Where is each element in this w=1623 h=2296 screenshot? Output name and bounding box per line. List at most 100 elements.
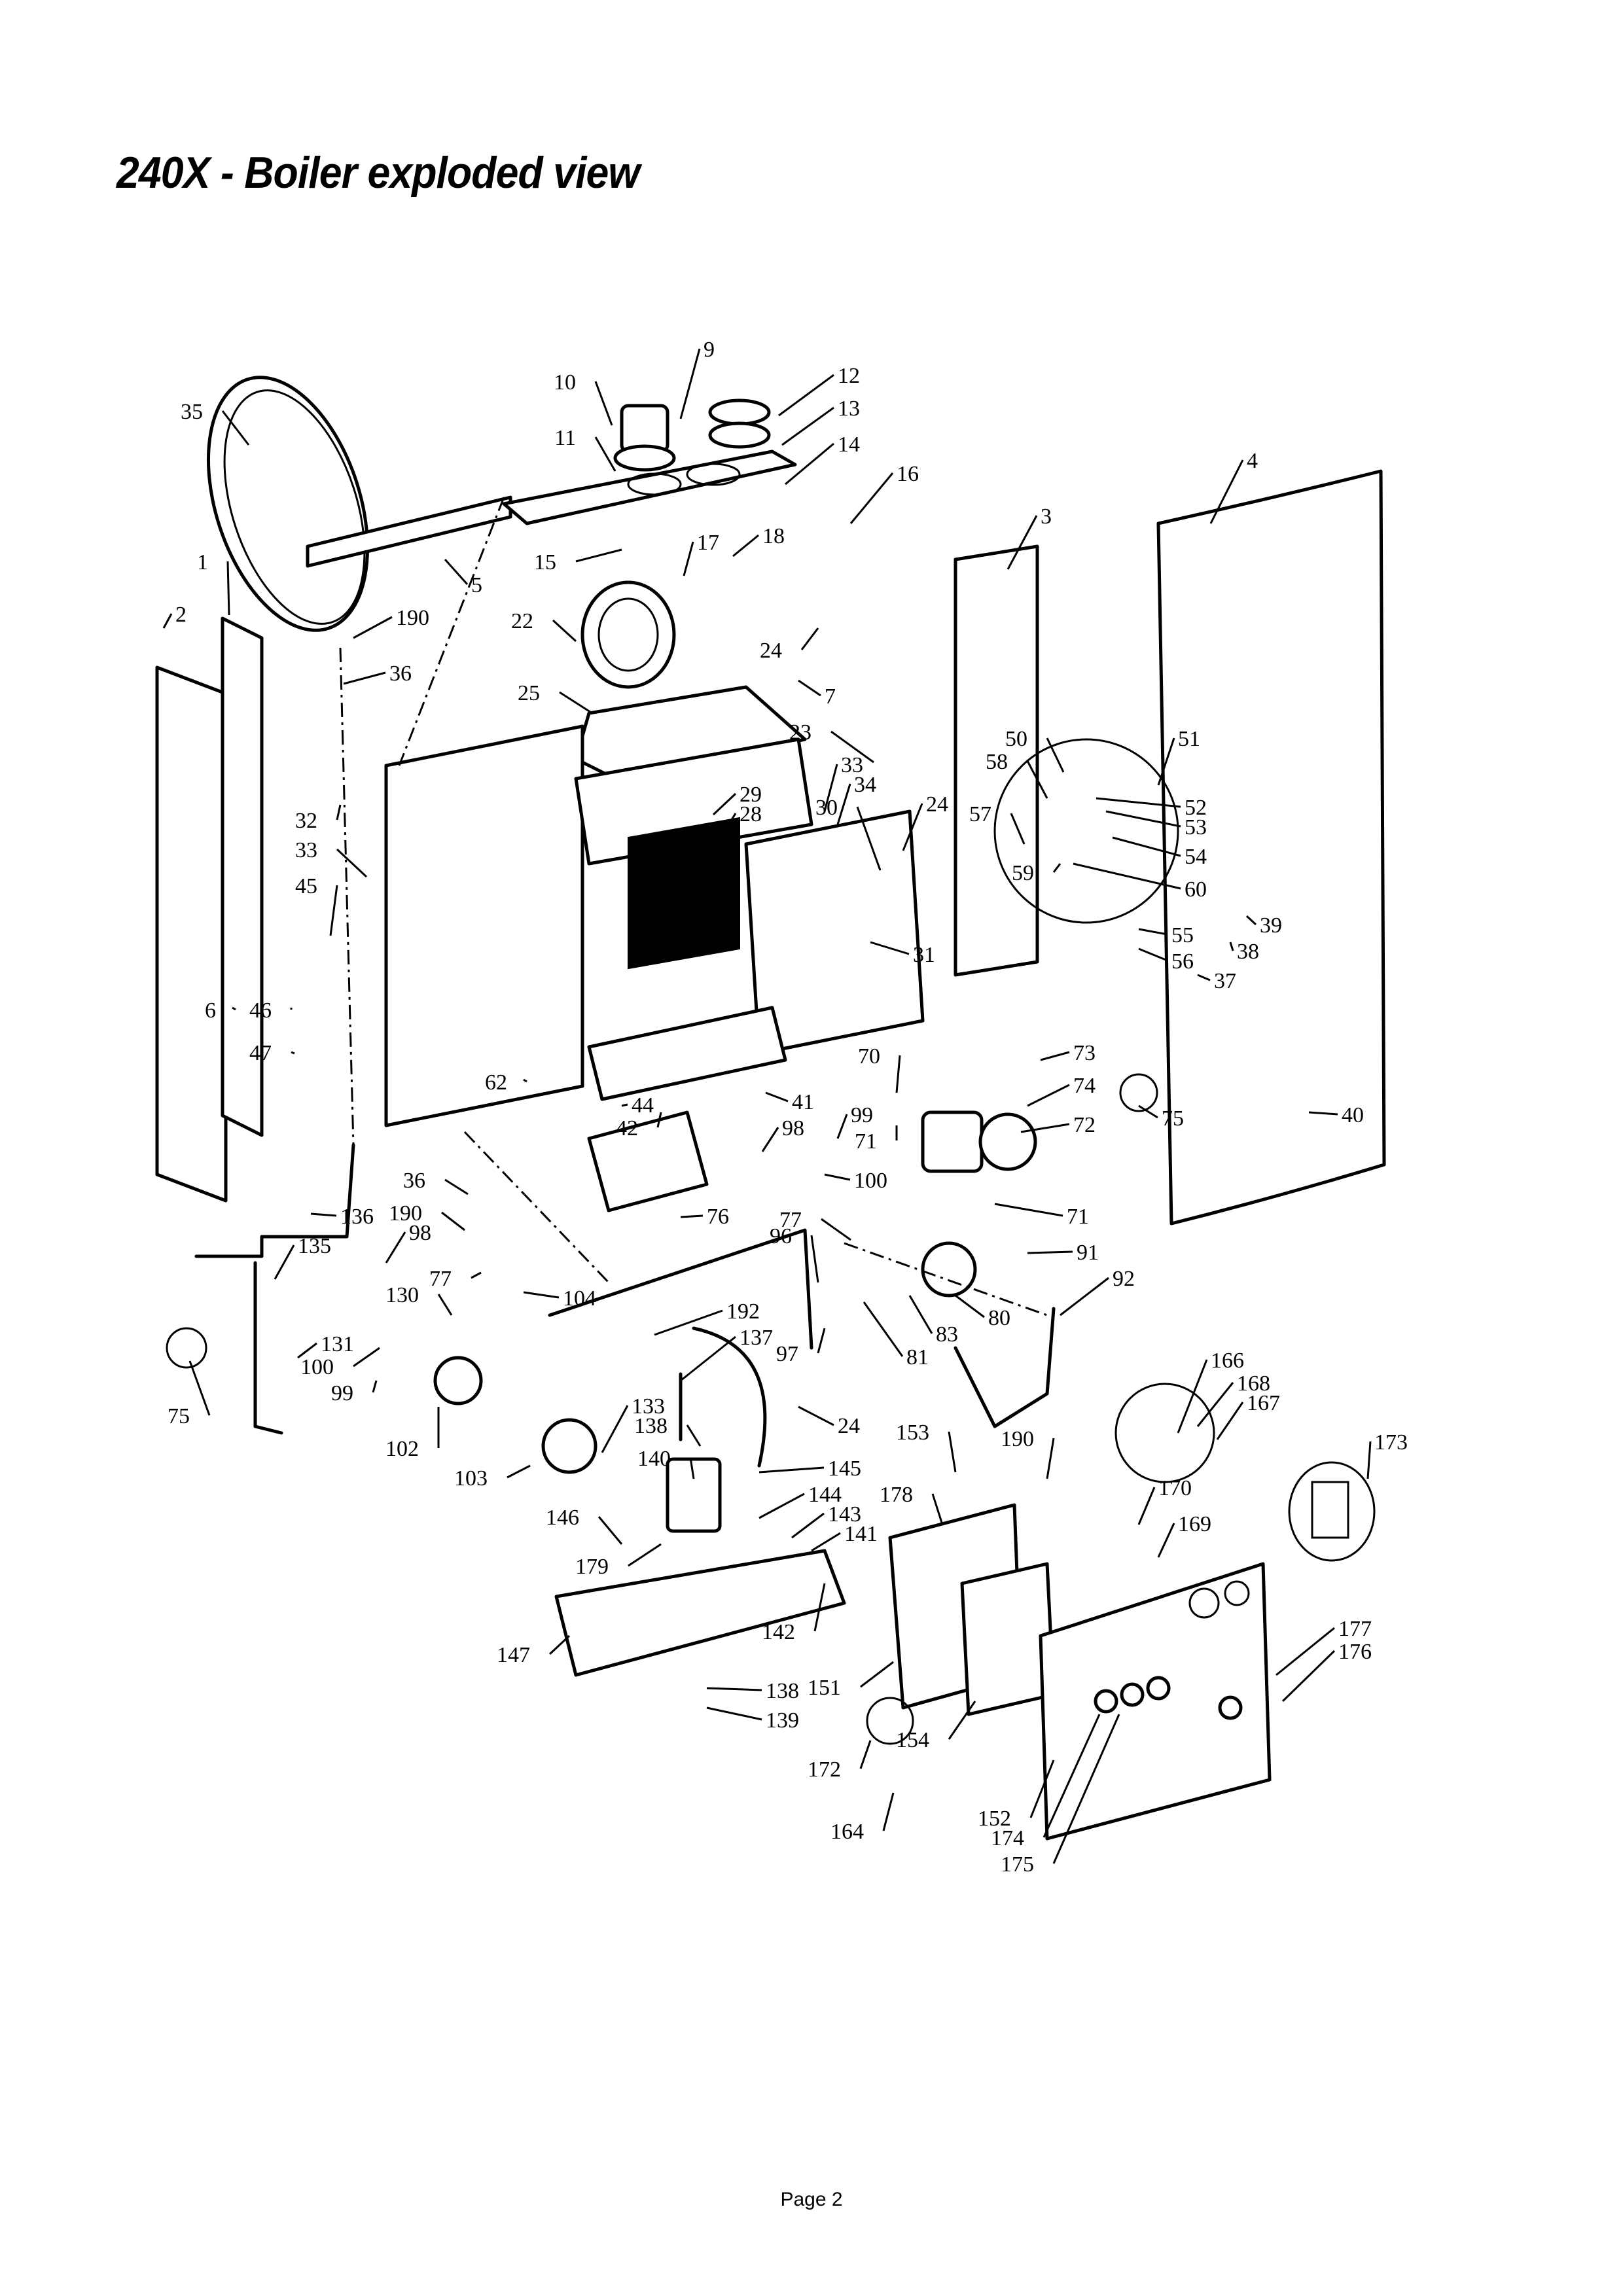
- callout-label: 167: [1247, 1391, 1280, 1415]
- flue-gasket: [708, 421, 771, 449]
- callout-166: 166: [1177, 1349, 1244, 1434]
- callout-9: 9: [679, 338, 715, 419]
- callout-label: 30: [815, 796, 838, 820]
- callout-leader: [552, 619, 577, 643]
- callout-label: 138: [634, 1414, 668, 1438]
- callout-label: 77: [779, 1208, 802, 1232]
- callout-leader: [860, 1661, 894, 1688]
- callout-140: 140: [637, 1447, 695, 1479]
- callout-152: 152: [978, 1759, 1055, 1831]
- callout-label: 175: [1001, 1852, 1034, 1877]
- callout-label: 31: [913, 943, 935, 967]
- callout-138a: 138: [634, 1414, 702, 1447]
- callout-98b: 98: [385, 1221, 431, 1263]
- callout-62: 62: [485, 1070, 527, 1095]
- callout-leader: [823, 764, 838, 812]
- combustion-chamber: [384, 724, 584, 1127]
- vessel-bracket: [306, 495, 512, 568]
- callout-label: 28: [710, 894, 732, 918]
- callout-leader: [830, 730, 874, 764]
- callout-label: 2: [175, 603, 187, 627]
- callout-192: 192: [654, 1299, 760, 1336]
- control-knob: [1120, 1682, 1145, 1707]
- callout-153: 153: [896, 1421, 957, 1473]
- callout-label: 15: [534, 550, 556, 574]
- callout-label: 14: [838, 433, 860, 457]
- callout-label: 12: [838, 364, 860, 388]
- callout-173: 173: [1366, 1430, 1408, 1479]
- heat-exchanger: [574, 737, 813, 866]
- callout-leader: [948, 1431, 957, 1473]
- callout-label: 45: [295, 874, 317, 898]
- callout-label: 99: [331, 1381, 353, 1405]
- callout-13: 13: [781, 397, 860, 446]
- callout-leader: [859, 1740, 872, 1769]
- callout-75b: 75: [168, 1360, 211, 1428]
- callout-label: 168: [1237, 1371, 1270, 1396]
- callout-label: 100: [854, 1169, 887, 1193]
- callout-leader: [1157, 737, 1175, 786]
- callout-label: 57: [969, 802, 991, 826]
- callout-label: 36: [403, 1169, 425, 1193]
- callout-81: 81: [863, 1301, 929, 1369]
- callout-22: 22: [511, 609, 577, 643]
- callout-label: 43: [668, 913, 690, 938]
- callout-50: 50: [1005, 727, 1065, 773]
- burner: [587, 1006, 787, 1101]
- callout-168: 168: [1196, 1371, 1270, 1427]
- callout-leader: [353, 616, 393, 639]
- callout-leader: [1020, 1123, 1070, 1133]
- pipe: [692, 1326, 767, 1468]
- callout-43: 43: [668, 913, 715, 949]
- callout-label: 91: [1077, 1241, 1099, 1265]
- callout-leader: [908, 1295, 933, 1334]
- callout-leader: [758, 1466, 825, 1474]
- callout-24a: 24: [760, 627, 819, 663]
- control-knob: [1218, 1695, 1243, 1720]
- callout-leader: [471, 1271, 482, 1279]
- gas-valve: [666, 1457, 722, 1533]
- callout-leader: [680, 1335, 736, 1382]
- side-panel-inner: [221, 616, 264, 1137]
- callout-leader: [785, 442, 834, 486]
- callout-133: 133: [601, 1394, 665, 1453]
- callout-137: 137: [680, 1326, 773, 1382]
- side-panel-right: [954, 544, 1039, 977]
- callout-leader: [679, 348, 701, 419]
- callout-leader: [1040, 1051, 1070, 1061]
- callout-leader: [601, 1405, 629, 1453]
- callout-leader: [758, 1492, 805, 1519]
- front-case: [1156, 469, 1386, 1226]
- callout-label: 56: [1171, 949, 1194, 974]
- callout-178: 178: [880, 1483, 944, 1525]
- callout-label: 166: [1211, 1349, 1244, 1373]
- callout-55: 55: [1138, 923, 1194, 947]
- callout-leader: [800, 627, 819, 650]
- callout-leader: [1052, 863, 1061, 873]
- callout-label: 24: [926, 792, 948, 817]
- callout-leader: [1138, 928, 1168, 936]
- callout-leader: [1046, 1438, 1055, 1479]
- callout-label: 62: [485, 1070, 507, 1095]
- callout-label: 70: [858, 1044, 880, 1069]
- callout-leader: [653, 832, 685, 865]
- callout-label: 174: [991, 1826, 1024, 1850]
- callout-label: 55: [1171, 923, 1194, 947]
- callout-2: 2: [162, 603, 187, 629]
- top-plate-hole: [686, 463, 741, 486]
- callout-177: 177: [1275, 1617, 1372, 1676]
- callout-74: 74: [1027, 1074, 1096, 1107]
- callout-label: 51: [1178, 727, 1200, 751]
- sensor-inset: [166, 1327, 207, 1369]
- callout-96: 96: [770, 1224, 819, 1283]
- control-knob: [1094, 1689, 1118, 1714]
- callout-4: 4: [1209, 449, 1258, 524]
- callout-leader: [656, 1112, 662, 1128]
- callout-label: 192: [726, 1299, 760, 1324]
- hydraulic-block: [921, 1241, 977, 1298]
- control-knob: [1146, 1676, 1171, 1701]
- fuse-inset: [866, 1697, 914, 1745]
- assembly-line: [398, 497, 505, 766]
- callout-label: 153: [896, 1421, 929, 1445]
